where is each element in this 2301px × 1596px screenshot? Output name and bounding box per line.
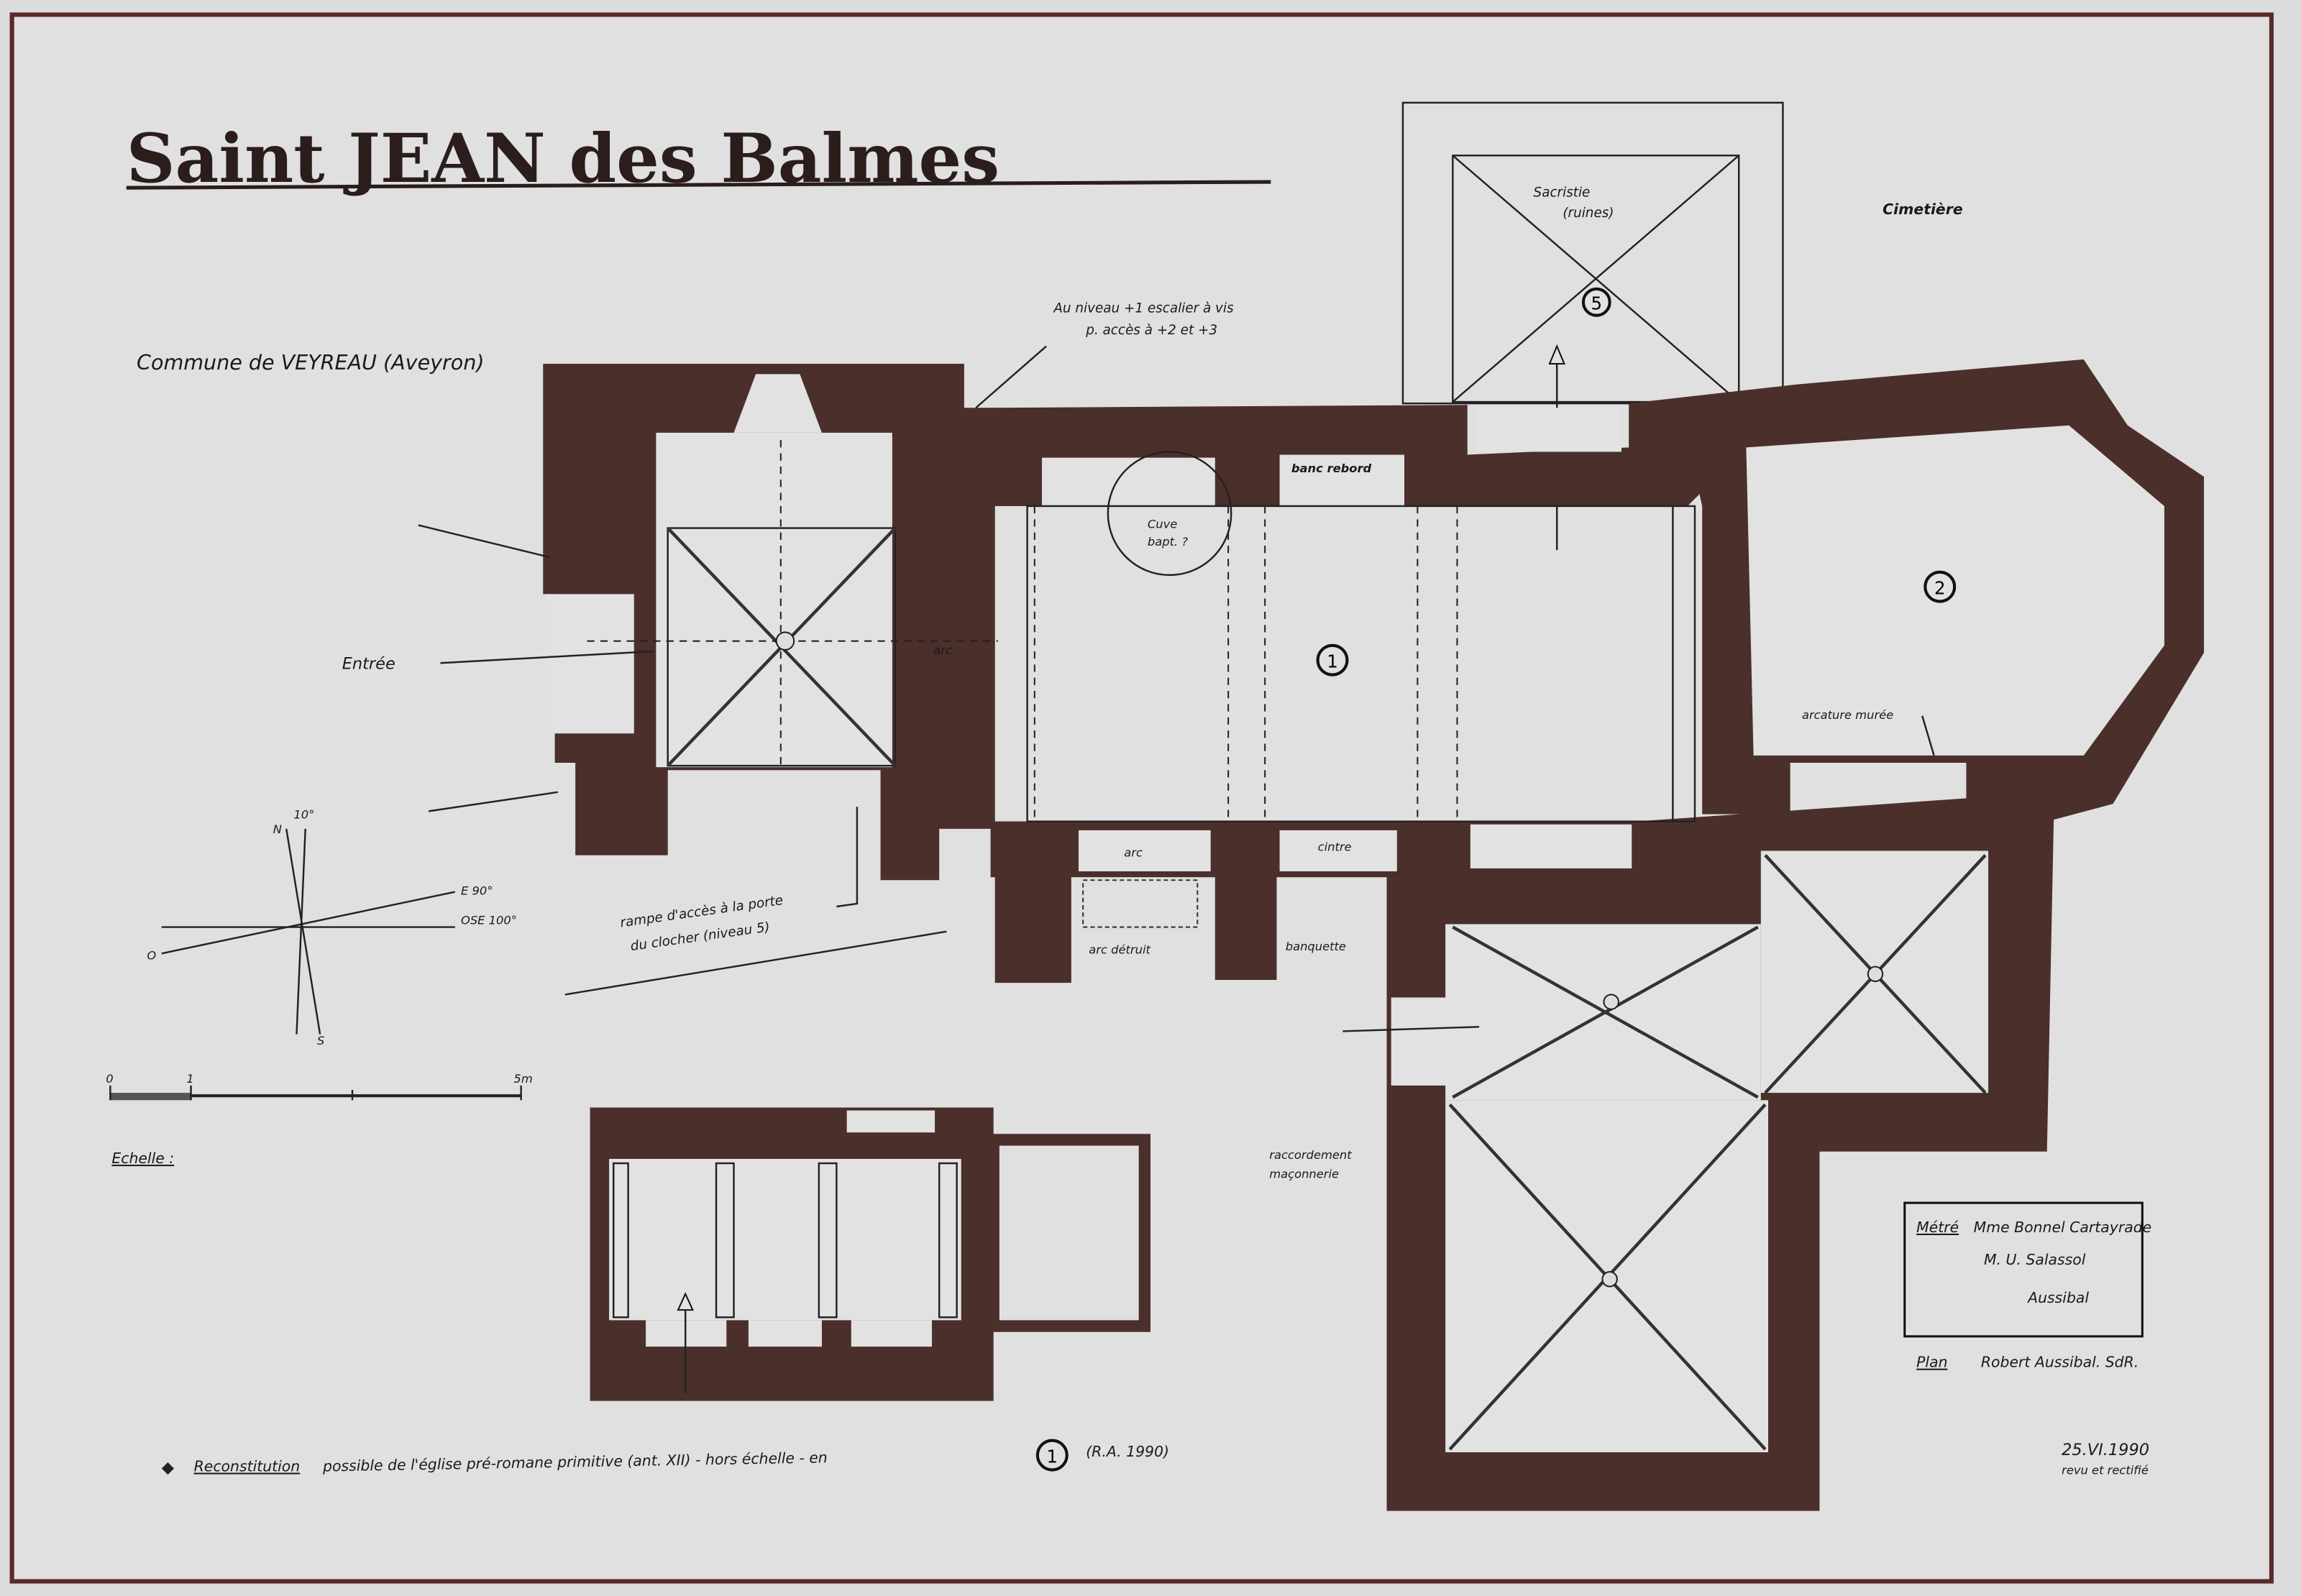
cintre-label: cintre [1318,840,1352,853]
scale-label: Echelle : [111,1150,174,1167]
stair-note: Au niveau +1 escalier à vis [1053,301,1234,316]
cuve-label-2: bapt. ? [1148,535,1188,549]
compass-ose: OSE 100° [461,913,517,927]
compass-north-angle: 10° [293,808,314,822]
arc-tower-label: arc [933,643,952,657]
scale-bar: 0 1 5m Echelle : [106,1072,533,1167]
compass-rose: N 10° E 90° OSE 100° O S [147,808,517,1047]
tower-vault: arc [587,440,998,767]
bullet-icon: ◆ [162,1459,174,1477]
chapel-vaults [1448,854,1987,1451]
banquette-label: banquette [1286,940,1346,953]
footnote-label: Reconstitution [194,1458,301,1475]
credits-box: Métré Mme Bonnel Cartayrade M. U. Salass… [1903,1201,2152,1477]
scale-one: 1 [186,1072,193,1086]
arc-label: arc [1124,846,1143,860]
reconstitution-plan [590,1107,1150,1401]
plan-label: Plan [1916,1354,1947,1371]
compass-west: O [147,948,156,962]
cimetiere-label: Cimetière [1883,201,1963,218]
plan-author: Robert Aussibal. SdR. [1981,1354,2138,1371]
zone-5-marker: 5 [1591,293,1603,314]
maconnerie-note: raccordement [1269,1148,1352,1162]
arcature-label: arcature murée [1802,708,1893,722]
commune-label: Commune de VEYREAU (Aveyron) [137,350,484,375]
cuve-label: Cuve [1148,518,1177,531]
footnote-zone-marker: 1 [1047,1446,1058,1467]
sacristy: Sacristie (ruines) 5 [1401,101,1784,551]
stair-note-2: p. accès à +2 et +3 [1085,323,1217,338]
metre-name-2: M. U. Salassol [1984,1251,2086,1268]
plan-date-note: revu et rectifié [2062,1464,2149,1477]
metre-name-3: Aussibal [2026,1289,2089,1306]
arc-detruit-label: arc détruit [1089,943,1150,956]
sacristie-note: (ruines) [1563,206,1614,221]
entree-label: Entrée [342,654,395,673]
compass-north: N [273,822,282,836]
maconnerie-note-2: maçonnerie [1269,1167,1339,1180]
scale-end: 5m [513,1072,532,1086]
plan-date: 25.VI.1990 [2062,1441,2149,1459]
banc-label: banc rebord [1291,462,1372,475]
metre-label: Métré [1916,1219,1959,1236]
metre-name-1: Mme Bonnel Cartayrade [1974,1219,2152,1236]
zone-2-marker: 2 [1934,577,1946,598]
footnote-ref: (R.A. 1990) [1086,1443,1169,1460]
sacristie-label: Sacristie [1534,185,1591,200]
scale-start: 0 [106,1072,113,1086]
compass-south: S [317,1034,324,1047]
sheet-frame [9,12,2274,1584]
zone-1-marker: 1 [1327,651,1338,671]
compass-east: E 90° [461,884,493,898]
nave: Cuve bapt. ? banc rebord 1 arc cintre ar… [1026,451,1696,956]
title-underline [126,180,1271,190]
